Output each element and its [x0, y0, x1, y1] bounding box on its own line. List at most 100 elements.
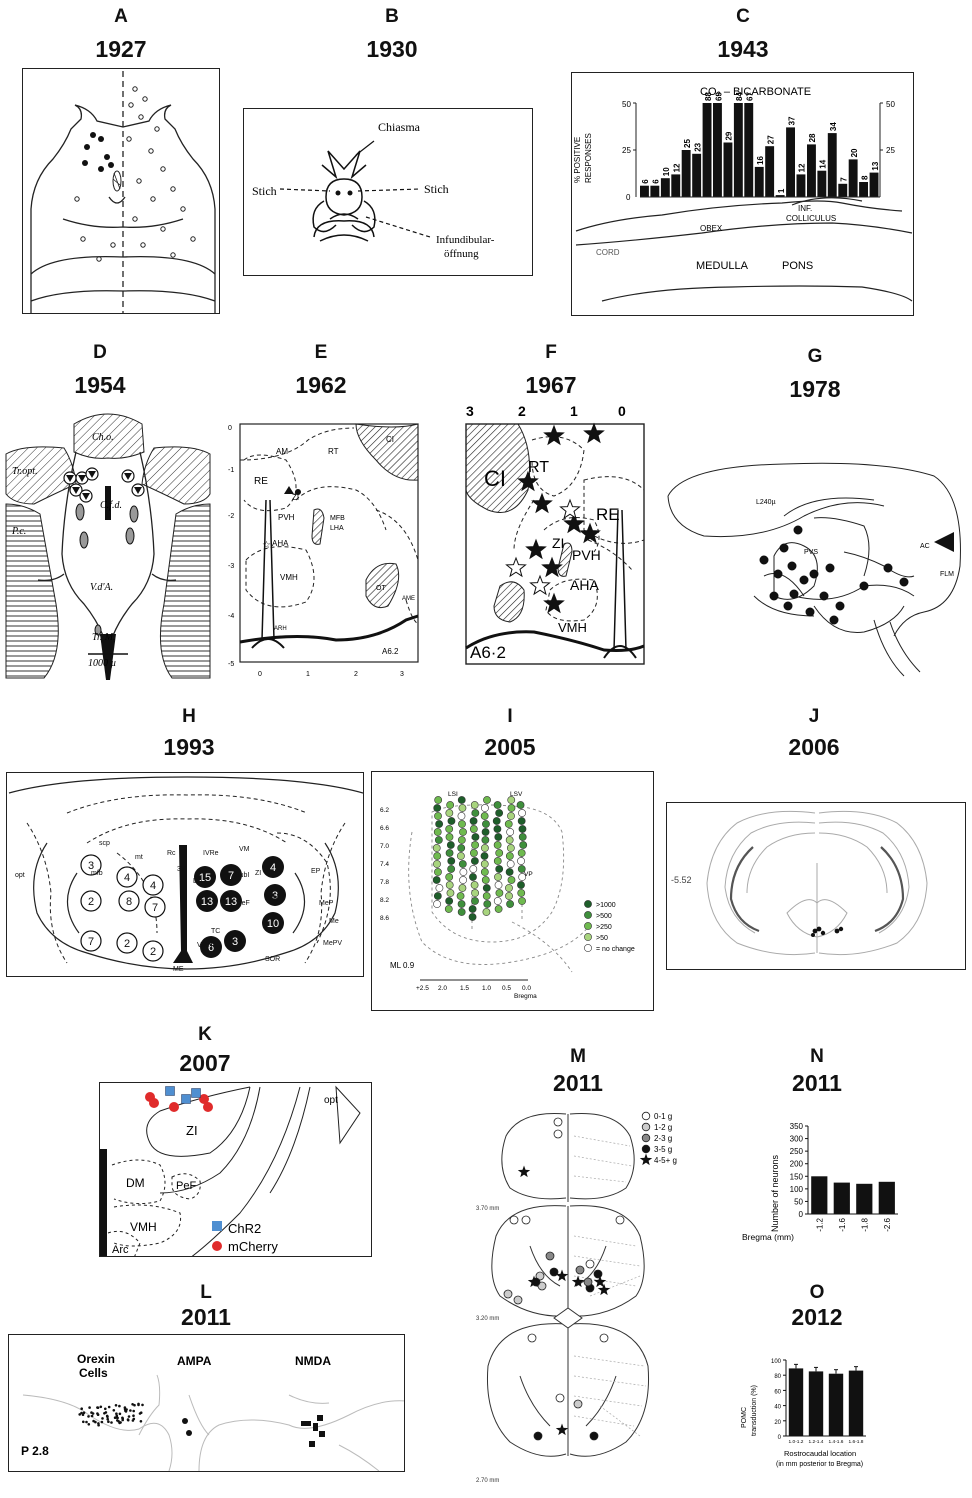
panel-h-label-da: DA — [193, 878, 203, 885]
panel-c-bar — [640, 185, 649, 197]
panel-i-site-dot — [493, 801, 502, 809]
panel-f-xtick-0: 0 — [618, 403, 626, 419]
panel-c-bar-label: 10 — [662, 167, 671, 176]
panel-n-y-tick-label: 50 — [794, 1197, 803, 1206]
panel-l-orexin-dot — [116, 1416, 119, 1420]
panel-i-site-dot — [493, 857, 502, 865]
panel-l-orexin-dot — [129, 1409, 132, 1412]
panel-n-x-tick-label: -2.6 — [883, 1217, 892, 1231]
panel-i-site-dot — [457, 900, 466, 908]
panel-i-site-dot — [445, 873, 454, 881]
panel-c-bar-label: 13 — [871, 161, 880, 170]
panel-g-drawing: L240µ PVS AC FLM — [667, 462, 961, 677]
panel-c-bar-label: 27 — [766, 135, 775, 144]
panel-h-site-filled — [262, 912, 284, 934]
panel-e-pvh-label: PVH — [278, 513, 295, 522]
panel-n-y-tick-label: 150 — [790, 1172, 804, 1181]
panel-c-bar-label: 29 — [725, 131, 734, 140]
panel-m-site-dot — [537, 1281, 547, 1291]
panel-d-site-triangle — [134, 487, 142, 494]
panel-n-bar — [856, 1183, 873, 1214]
panel-g-site-circle — [819, 591, 829, 601]
panel-d-scale-label: 1000 µ — [88, 658, 116, 669]
panel-k-markers — [145, 1086, 222, 1251]
panel-i-site-dot — [494, 833, 503, 841]
panel-c-bar-label: 7 — [840, 177, 849, 182]
panel-year-b: 1930 — [366, 36, 418, 62]
panel-h-site-open — [80, 930, 102, 952]
panel-m-legend-swatch — [641, 1111, 651, 1121]
panel-g-site-circle — [759, 555, 769, 565]
panel-h-label-vmh: VMH — [197, 942, 213, 949]
panel-c-bar — [660, 178, 670, 197]
panel-h-site-filled — [264, 884, 286, 906]
panel-h-label-ivre: IVRe — [203, 850, 219, 857]
panel-i-ytick-5: 8.2 — [380, 897, 389, 904]
panel-i-site-dot — [505, 836, 514, 844]
panel-i-site-dot — [518, 833, 527, 841]
panel-o-bar — [788, 1368, 804, 1436]
panel-c-colliculus-label: COLLICULUS — [786, 214, 836, 223]
panel-c-y0: 0 — [626, 193, 631, 202]
panel-h-site-filled — [220, 890, 242, 912]
panel-i-site-dot — [480, 812, 489, 820]
panel-l-cells-label: Cells — [79, 1366, 108, 1380]
panel-m-legend-swatch — [639, 1153, 653, 1166]
panel-d-markers — [63, 467, 145, 636]
panel-n-y-tick-label: 250 — [790, 1147, 804, 1156]
panel-m-legend-swatch — [641, 1144, 651, 1154]
panel-l-orexin-dot — [126, 1418, 130, 1422]
panel-n-x-tick-label: -1.2 — [815, 1217, 824, 1231]
panel-k-mcherry-dot — [203, 1102, 213, 1112]
panel-h-label-sor: SOR — [265, 956, 280, 963]
panel-c-obex-label: OBEX — [700, 224, 723, 233]
panel-m-site-star — [555, 1269, 569, 1282]
panel-l-nmda-label: NMDA — [295, 1354, 331, 1368]
panel-i-site-dot — [435, 884, 444, 892]
panel-n-bar — [878, 1181, 895, 1214]
panel-i-site-dot — [468, 913, 477, 921]
panel-c-bar-label: 12 — [673, 163, 682, 172]
panel-h-site-count: 2 — [150, 946, 156, 958]
panel-l-nmda-square — [319, 1431, 325, 1437]
panel-i-site-dot — [517, 817, 526, 825]
panel-m-legend-label: 4-5+ g — [654, 1156, 677, 1165]
panel-c-bar — [671, 174, 681, 197]
panel-g-level-label: L240µ — [756, 499, 776, 506]
panel-l-orexin-dot — [118, 1421, 121, 1425]
panel-i-site-dot — [435, 820, 444, 828]
panel-c-bar-label: 20 — [850, 148, 859, 157]
panel-i-site-dot — [516, 801, 525, 809]
panel-label-k: K — [198, 1024, 212, 1045]
panel-e-ytick-3: -3 — [228, 563, 234, 570]
panel-l-orexin-dot — [139, 1411, 143, 1414]
panel-o-bar — [808, 1371, 824, 1436]
panel-m-site-dot — [545, 1251, 555, 1261]
panel-c-cord-label: CORD — [596, 248, 620, 257]
panel-f-star-filled — [541, 556, 563, 578]
panel-f-rt-label: RT — [528, 459, 549, 476]
panel-m-site-star — [571, 1275, 585, 1288]
panel-h-site-count: 10 — [267, 918, 279, 930]
panel-i-site-dot — [519, 841, 528, 849]
panel-l-orexin-dot — [87, 1415, 90, 1418]
panel-i-site-dot — [447, 857, 456, 865]
panel-h-label-mepv: MePV — [323, 940, 342, 947]
panel-h-label-ep: EP — [311, 868, 321, 875]
panel-c-bar — [765, 146, 775, 197]
panel-e-ame-label: AME — [402, 596, 415, 602]
panel-label-f: F — [545, 342, 557, 363]
panel-h-site-count: 15 — [199, 872, 211, 884]
panel-l-orexin-dot — [139, 1420, 143, 1423]
panel-k-arc-label: Arc — [112, 1244, 129, 1256]
panel-h-site-open — [144, 896, 166, 918]
panel-label-g: G — [807, 346, 823, 367]
panel-f-stars — [505, 422, 605, 614]
panel-l-orexin-dot — [91, 1412, 95, 1415]
panel-o-bar — [848, 1370, 864, 1436]
panel-h-label-pef: PeF — [237, 900, 250, 907]
panel-d-site-ellipse — [129, 505, 139, 523]
panel-l-orexin-dot — [80, 1411, 83, 1415]
